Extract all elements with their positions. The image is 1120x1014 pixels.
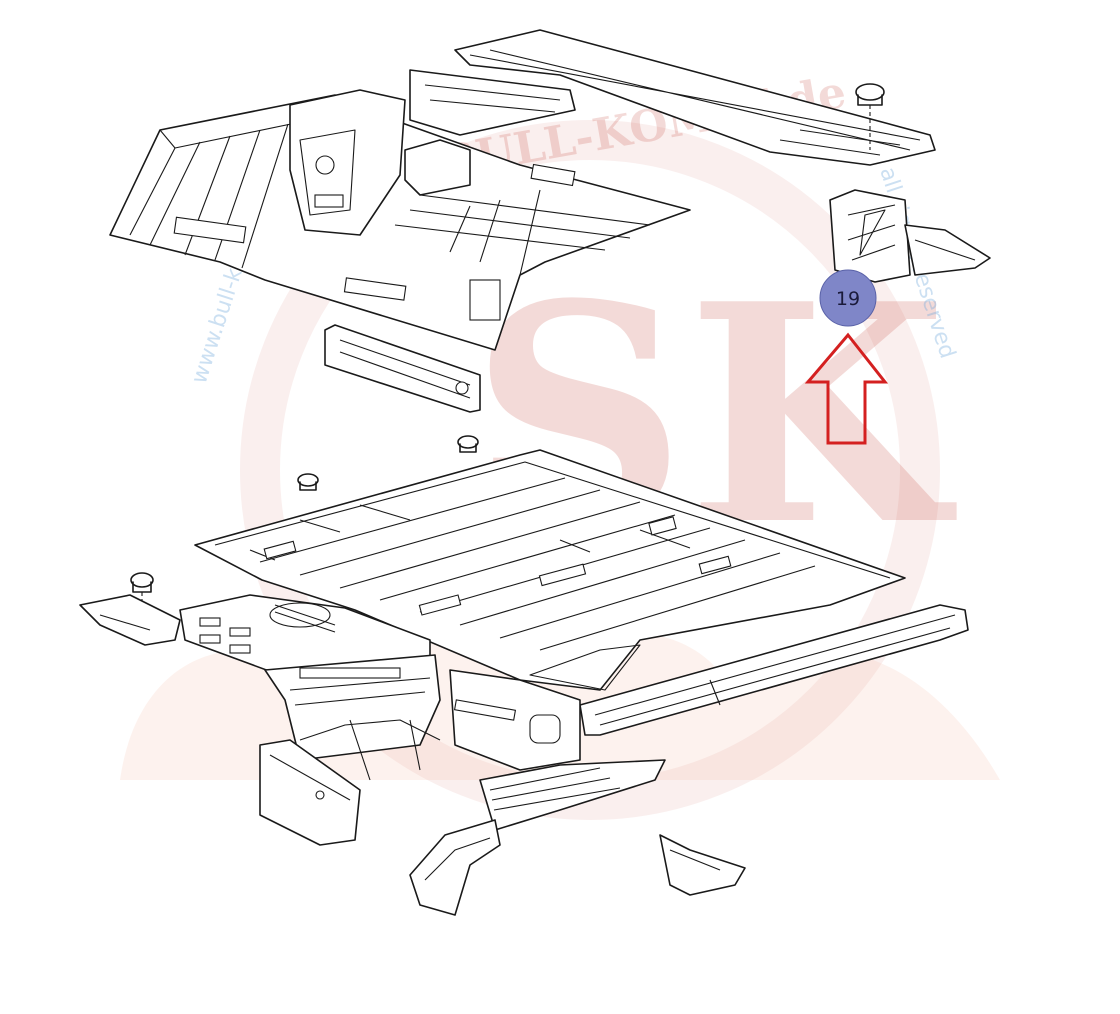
grommet-plug-3	[297, 473, 319, 491]
side-sill	[579, 604, 969, 736]
part-19-bracket	[829, 189, 991, 283]
cross-member	[324, 324, 481, 413]
indicator-arrow	[804, 332, 889, 445]
wheel-arch-piece	[409, 819, 501, 916]
grommet-plug-2	[457, 435, 479, 453]
center-crossmember	[264, 654, 441, 781]
corner-bracket	[659, 834, 746, 896]
rear-floor-panel	[109, 69, 691, 351]
left-outrigger	[259, 739, 361, 846]
callout-19: 19	[819, 269, 877, 327]
main-floor-panel	[194, 449, 906, 691]
side-rail	[454, 29, 936, 166]
grommet-plug-1	[855, 83, 885, 150]
tunnel-section	[449, 669, 581, 771]
front-floor-panel	[179, 594, 431, 676]
callout-19-label: 19	[836, 288, 860, 310]
left-bracket	[79, 594, 181, 646]
callout-19-badge	[819, 269, 877, 327]
